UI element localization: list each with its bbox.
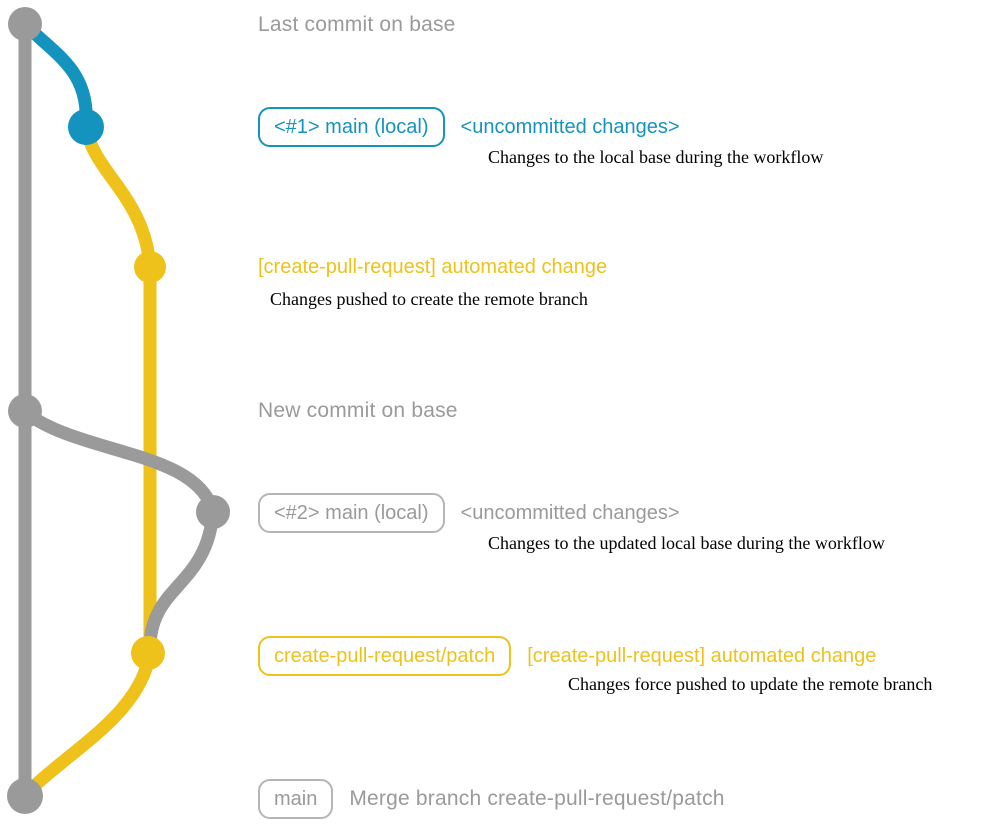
commit-node-local-main-2	[196, 495, 230, 529]
automated-change-label-2: [create-pull-request] automated change	[527, 644, 877, 667]
patch-branch-curve-top	[79, 124, 157, 268]
step4-description: Changes force pushed to update the remot…	[568, 674, 933, 694]
commit-node-last-base	[8, 7, 42, 41]
new-commit-label: New commit on base	[258, 399, 458, 422]
commit-node-local-main-1	[68, 109, 104, 145]
commit-node-automated-change-1	[134, 251, 166, 283]
patch-branch-merge-curve	[22, 651, 157, 798]
branch-badge-main-local-1: <#1> main (local)	[258, 107, 445, 147]
branch-badge-patch: create-pull-request/patch	[258, 636, 512, 676]
commit-node-new-base	[8, 394, 42, 428]
step3-description: Changes to the updated local base during…	[488, 533, 885, 553]
uncommitted-changes-tag-1: <uncommitted changes>	[460, 115, 680, 138]
merge-commit-label: Merge branch create-pull-request/patch	[349, 787, 725, 810]
rebased-main-curve-bottom	[143, 510, 220, 646]
automated-change-label-1: [create-pull-request] automated change	[258, 256, 608, 278]
uncommitted-changes-tag-2: <uncommitted changes>	[460, 501, 680, 524]
last-commit-label: Last commit on base	[258, 13, 456, 36]
branch-badge-main: main	[258, 779, 334, 819]
rebased-main-curve-top	[21, 406, 220, 514]
commit-node-merge	[7, 778, 43, 814]
commit-node-automated-change-2	[131, 636, 165, 670]
step1-description: Changes to the local base during the wor…	[488, 147, 824, 167]
branch-badge-main-local-2: <#2> main (local)	[258, 493, 445, 533]
local-main-branch-line	[20, 19, 93, 127]
step2-description: Changes pushed to create the remote bran…	[270, 289, 588, 309]
